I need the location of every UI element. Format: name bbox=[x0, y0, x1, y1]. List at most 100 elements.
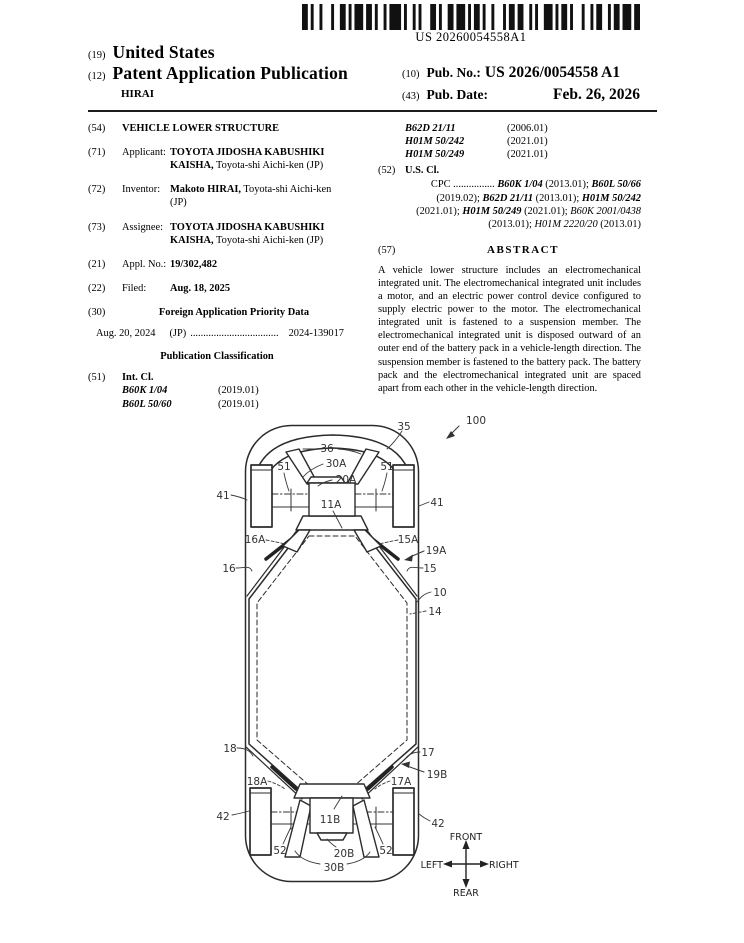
fig-label-15: 15 bbox=[423, 563, 436, 575]
fig-label-16: 16 bbox=[222, 563, 236, 575]
fig-label-36: 36 bbox=[320, 443, 334, 455]
priority-heading: Foreign Application Priority Data bbox=[158, 306, 310, 318]
assignee-address: Toyota-shi Aichi-ken (JP) bbox=[213, 234, 324, 246]
fig-label-52-right: 52 bbox=[379, 845, 392, 857]
wheel-rear-right bbox=[392, 787, 415, 856]
fig-label-30A: 30A bbox=[326, 458, 347, 470]
wheel-front-right bbox=[392, 464, 415, 528]
fig-label-42-left: 42 bbox=[216, 811, 229, 823]
kind-code-43: (43) bbox=[402, 91, 420, 102]
applicant-row: (71) Applicant: TOYOTA JIDOSHA KABUSHIKI… bbox=[88, 146, 346, 172]
wheel-rear-left bbox=[249, 787, 272, 856]
kind-code-12: (12) bbox=[88, 71, 106, 82]
priority-date: Aug. 20, 2024 bbox=[96, 328, 156, 340]
priority-number: 2024-139017 bbox=[288, 328, 344, 340]
appl-no-row: (21) Appl. No.: 19/302,482 bbox=[88, 258, 346, 271]
field-num-52: (52) bbox=[378, 165, 396, 177]
priority-country: (JP) bbox=[169, 328, 187, 340]
figure-labels: 100 35 36 30A 20A 51 51 41 41 11A 16A 15… bbox=[216, 415, 519, 899]
fig-label-51-right: 51 bbox=[380, 461, 393, 473]
applicant-address: Toyota-shi Aichi-ken (JP) bbox=[213, 160, 324, 172]
appl-no-value: 19/302,482 bbox=[170, 258, 218, 270]
int-cl-entry: H01M 50/242 (2021.01) bbox=[405, 135, 641, 148]
compass-left-label: LEFT bbox=[421, 860, 444, 871]
int-cl-label: Int. Cl. bbox=[122, 372, 154, 384]
pub-no-label: Pub. No.: bbox=[426, 65, 481, 80]
pub-date-label: Pub. Date: bbox=[426, 87, 489, 102]
fig-label-41-left: 41 bbox=[216, 490, 229, 502]
orientation-compass bbox=[448, 845, 484, 883]
kind-code-19: (19) bbox=[88, 50, 106, 61]
int-cl-date: (2006.01) bbox=[507, 123, 548, 134]
int-cl-date: (2021.01) bbox=[507, 149, 548, 161]
battery-pack-outline bbox=[248, 525, 417, 797]
fig-label-18: 18 bbox=[223, 743, 236, 755]
front-suspension-member bbox=[282, 448, 382, 553]
int-cl-code: H01M 50/242 bbox=[405, 136, 465, 148]
abstract-heading: ABSTRACT bbox=[487, 243, 559, 256]
front-drive-shafts bbox=[271, 488, 394, 512]
barcode bbox=[302, 4, 640, 30]
fig-label-19B: 19B bbox=[427, 769, 448, 781]
publication-classification-heading: Publication Classification bbox=[160, 351, 274, 363]
assignee-label: Assignee: bbox=[122, 221, 163, 233]
bibliographic-left-column: (54) VEHICLE LOWER STRUCTURE (71) Applic… bbox=[88, 122, 346, 411]
invention-title: VEHICLE LOWER STRUCTURE bbox=[122, 123, 280, 134]
field-num-51: (51) bbox=[88, 372, 106, 384]
bibliographic-right-column: B62D 21/11 (2006.01) H01M 50/242 (2021.0… bbox=[378, 122, 641, 395]
header-rule bbox=[88, 110, 657, 112]
header-doc-type-line: (12) Patent Application Publication bbox=[88, 63, 348, 84]
fig-label-35: 35 bbox=[397, 421, 410, 433]
fig-label-41-right: 41 bbox=[430, 497, 443, 509]
compass-front-label: FRONT bbox=[450, 832, 483, 843]
leader-lines bbox=[230, 425, 460, 865]
int-cl-date: (2019.01) bbox=[218, 385, 259, 397]
field-num-22: (22) bbox=[88, 282, 106, 294]
applicant-label: Applicant: bbox=[122, 147, 166, 159]
int-cl-entry: H01M 50/249 (2021.01) bbox=[405, 148, 641, 161]
fig-label-15A: 15A bbox=[398, 534, 419, 546]
fig-label-11B: 11B bbox=[320, 814, 341, 826]
int-cl-date: (2019.01) bbox=[218, 398, 259, 410]
field-num-21: (21) bbox=[88, 258, 106, 270]
int-cl-entry: B60L 50/60 (2019.01) bbox=[122, 398, 346, 411]
inventor-address: Toyota-shi Aichi-ken (JP) bbox=[170, 184, 332, 209]
fig-label-17: 17 bbox=[421, 747, 434, 759]
int-cl-entry: B62D 21/11 (2006.01) bbox=[405, 122, 641, 135]
assignee-row: (73) Assignee: TOYOTA JIDOSHA KABUSHIKI … bbox=[88, 221, 346, 247]
country-title: United States bbox=[112, 42, 215, 62]
filed-label: Filed: bbox=[122, 282, 147, 294]
doc-type-title: Patent Application Publication bbox=[112, 63, 348, 83]
arrowheads bbox=[401, 431, 455, 768]
inventor-row: (72) Inventor: Makoto HIRAI, Toyota-shi … bbox=[88, 183, 346, 209]
patent-drawing: 100 35 36 30A 20A 51 51 41 41 11A 16A 15… bbox=[216, 415, 519, 899]
rear-suspension-member bbox=[284, 783, 380, 858]
pub-date-left: (43) Pub. Date: bbox=[402, 86, 488, 104]
compass-rear-label: REAR bbox=[453, 888, 479, 899]
cpc-classification: CPC ................ B60K 1/04 (2013.01)… bbox=[416, 179, 641, 230]
applicant-name: TOYOTA JIDOSHA KABUSHIKI KAISHA, bbox=[170, 147, 325, 172]
fig-label-100: 100 bbox=[466, 415, 486, 427]
compass-arrowheads bbox=[443, 840, 489, 888]
int-cl-row: (51) Int. Cl. bbox=[88, 371, 346, 384]
assignee-name: TOYOTA JIDOSHA KABUSHIKI KAISHA, bbox=[170, 221, 325, 246]
filed-row: (22) Filed: Aug. 18, 2025 bbox=[88, 282, 346, 295]
fig-label-14: 14 bbox=[428, 606, 442, 618]
abstract-text: A vehicle lower structure includes an el… bbox=[378, 264, 641, 394]
fig-label-11A: 11A bbox=[321, 499, 342, 511]
filed-value: Aug. 18, 2025 bbox=[170, 282, 231, 294]
abstract-heading-row: (57) ABSTRACT bbox=[378, 244, 641, 258]
fig-label-18A: 18A bbox=[247, 776, 268, 788]
pub-no-value: US 2026/0054558 A1 bbox=[484, 64, 621, 81]
barcode-number: US 20260054558A1 bbox=[415, 30, 527, 44]
int-cl-date: (2021.01) bbox=[507, 136, 548, 148]
wheel-front-left bbox=[250, 464, 273, 528]
front-integrated-unit-box bbox=[308, 482, 356, 517]
wheels bbox=[249, 464, 415, 856]
field-num-57: (57) bbox=[378, 244, 396, 256]
applicant-value: TOYOTA JIDOSHA KABUSHIKI KAISHA, Toyota-… bbox=[170, 146, 346, 172]
kind-code-10: (10) bbox=[402, 69, 420, 80]
fig-label-17A: 17A bbox=[391, 776, 412, 788]
inventor-value: Makoto HIRAI, Toyota-shi Aichi-ken (JP) bbox=[170, 183, 346, 209]
